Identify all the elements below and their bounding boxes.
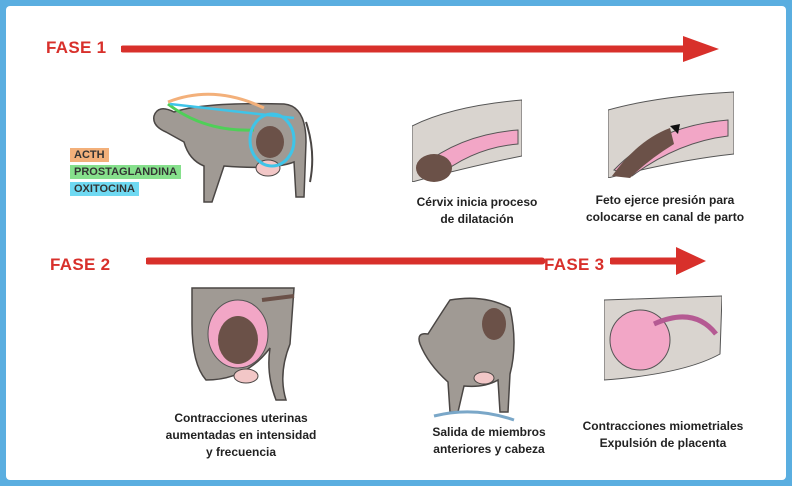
caption-uterine-contractions: Contracciones uterinas aumentadas en int… (146, 410, 336, 461)
phase-2-label: FASE 2 (50, 255, 110, 275)
phase-2-arrow (146, 253, 546, 269)
birth-illustration (414, 294, 524, 424)
phase-3-label: FASE 3 (544, 255, 604, 275)
legend-oxitocina: OXITOCINA (70, 182, 139, 196)
caption-birth: Salida de miembros anteriores y cabeza (416, 424, 562, 458)
phase-1-arrow (121, 34, 721, 64)
caption-fetus-pressure: Feto ejerce presión para colocarse en ca… (572, 192, 758, 226)
caption-cervix: Cérvix inicia proceso de dilatación (402, 194, 552, 228)
uterine-contractions-illustration (186, 284, 296, 404)
legend-prostaglandina: PROSTAGLANDINA (70, 165, 181, 179)
phase-1-label: FASE 1 (46, 38, 106, 58)
cervix-illustration (412, 96, 522, 182)
legend-acth: ACTH (70, 148, 109, 162)
caption-placenta: Contracciones miometriales Expulsión de … (572, 418, 754, 452)
diagram-frame: FASE 1 ACTH PROSTAGLANDINA OXITOCINA Cér… (6, 6, 786, 480)
hormone-legend: ACTH PROSTAGLANDINA OXITOCINA (70, 148, 181, 199)
phase-3-arrow (610, 244, 710, 278)
fetus-pressure-illustration (608, 90, 734, 178)
placenta-expulsion-illustration (604, 294, 722, 390)
